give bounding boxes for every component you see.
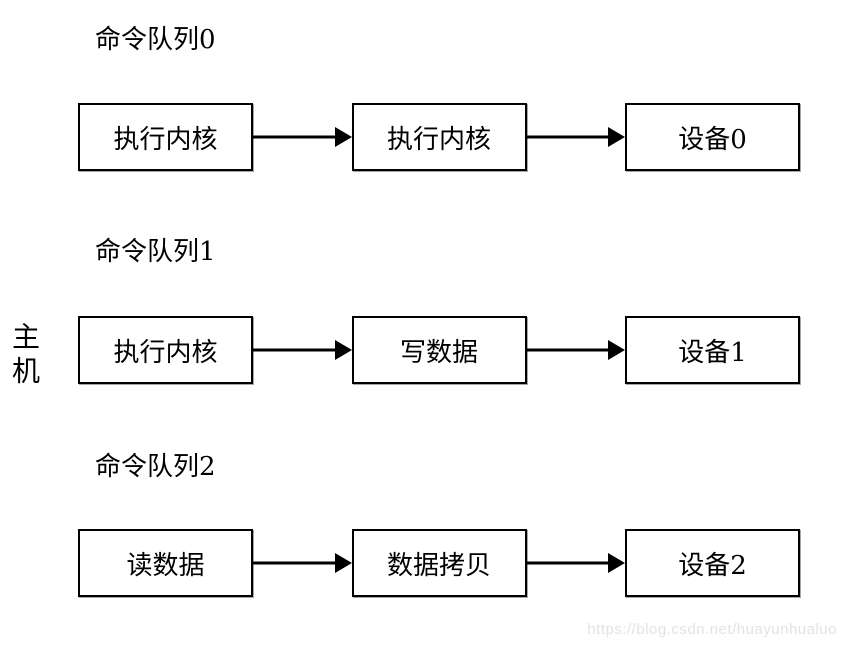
flow-box-queue1-step1: 执行内核 <box>78 316 253 384</box>
flow-box-queue2-device: 设备2 <box>625 529 800 597</box>
flow-box-queue2-step2: 数据拷贝 <box>351 529 527 597</box>
host-label: 主机 <box>8 322 41 390</box>
flow-box-label: 设备2 <box>678 550 747 581</box>
flow-box-queue0-device: 设备0 <box>625 103 800 171</box>
flow-box-label: 数据拷贝 <box>386 550 491 581</box>
flow-box-label: 设备1 <box>678 337 747 368</box>
flow-box-label: 读数据 <box>126 550 205 581</box>
flow-box-label: 执行内核 <box>386 124 491 155</box>
queue-label-1: 命令队列1 <box>95 237 216 267</box>
flow-box-queue0-step2: 执行内核 <box>351 103 527 171</box>
queue-flow-2: 读数据 数据拷贝 设备2 <box>78 529 800 597</box>
flow-box-label: 执行内核 <box>113 337 218 368</box>
flow-box-label: 写数据 <box>399 337 478 368</box>
queue-label-0: 命令队列0 <box>95 25 216 55</box>
watermark-text: https://blog.csdn.net/huayunhualuo <box>587 621 837 638</box>
queue-flow-0: 执行内核 执行内核 设备0 <box>78 103 800 171</box>
flow-box-queue1-device: 设备1 <box>625 316 800 384</box>
arrow-right-icon <box>527 529 626 597</box>
arrow-right-icon <box>527 103 626 171</box>
arrow-right-icon <box>527 316 626 384</box>
queue-label-2: 命令队列2 <box>95 452 216 482</box>
flow-box-queue0-step1: 执行内核 <box>78 103 253 171</box>
flow-box-queue2-step1: 读数据 <box>78 529 253 597</box>
arrow-right-icon <box>253 529 352 597</box>
flow-box-queue1-step2: 写数据 <box>351 316 527 384</box>
arrow-right-icon <box>253 316 352 384</box>
flow-box-label: 执行内核 <box>113 124 218 155</box>
arrow-right-icon <box>253 103 352 171</box>
flow-box-label: 设备0 <box>678 124 747 155</box>
queue-flow-1: 执行内核 写数据 设备1 <box>78 316 800 384</box>
